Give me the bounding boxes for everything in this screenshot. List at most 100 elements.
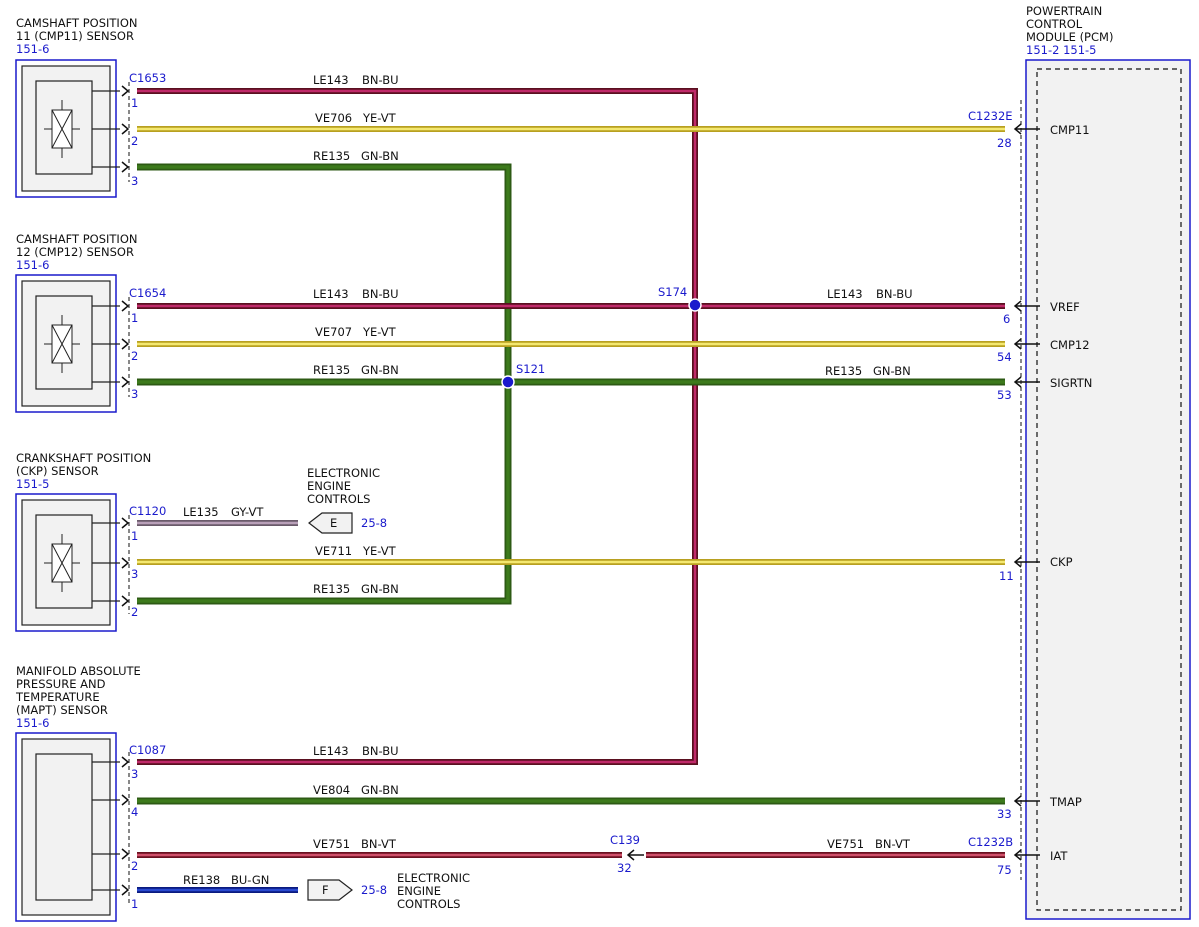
offpage-f-letter: F [322,883,329,897]
wire-label-color: BN-VT [361,837,397,851]
pcm-refs: 151-2 151-5 [1026,43,1097,57]
wire-label-color: BN-BU [362,73,399,87]
cmp11-name-1: CAMSHAFT POSITION [16,16,137,30]
pin-cmp11-1: 1 [131,96,138,110]
component-pin-arrows [121,85,129,896]
c139-pin: 32 [617,861,632,875]
connector-c1232b: C1232B [968,835,1013,849]
wires [137,88,1005,893]
wire-label-color: BN-BU [876,287,913,301]
wire-label-color: GN-BN [361,149,399,163]
mapt-name-3: TEMPERATURE [15,690,100,704]
wire-label-circuit: VE706 [315,111,352,125]
pcm-pin-labels: CMP11 28 VREF 6 CMP12 54 SIGRTN 53 CKP 1… [997,123,1092,877]
wire-le143 [137,88,698,765]
pcm-pin-ckp: CKP [1050,555,1073,569]
connector-c1120: C1120 [129,504,166,518]
splice-s121-dot [501,375,515,389]
pin-cmp12-2: 2 [131,349,138,363]
wire-label-circuit: LE143 [827,287,863,301]
offpage-e-ref: 25-8 [361,516,387,530]
pcm-pin-num-54: 54 [997,350,1012,364]
wire-label-color: YE-VT [362,111,397,125]
wire-label-circuit: RE138 [183,873,220,887]
ckp-name-2: (CKP) SENSOR [16,464,99,478]
pin-mapt-3: 3 [131,767,138,781]
pcm-outline [1025,59,1191,920]
pin-mapt-4: 4 [131,805,138,819]
offpage-f-ref: 25-8 [361,883,387,897]
wire-stripe [137,89,697,764]
wire-label-color: BN-VT [875,837,911,851]
ckp-sensor: CRANKSHAFT POSITION (CKP) SENSOR 151-5 [15,451,151,632]
wire-label-circuit: VE711 [315,544,352,558]
cmp12-sensor: CAMSHAFT POSITION 12 (CMP12) SENSOR 151-… [15,232,137,413]
connector-c1087: C1087 [129,743,166,757]
cmp11-name-2: 11 (CMP11) SENSOR [16,29,134,43]
ckp-ref: 151-5 [16,477,49,491]
offpage-f-name-1: ELECTRONIC [397,871,470,885]
offpage-e: E 25-8 ELECTRONIC ENGINE CONTROLS [307,466,387,534]
wire-label-circuit: RE135 [313,363,350,377]
offpage-e-name-2: ENGINE [307,479,351,493]
connector-c1653: C1653 [129,71,166,85]
offpage-f: F 25-8 ELECTRONIC ENGINE CONTROLS [307,871,470,911]
pcm-name-1: POWERTRAIN [1026,4,1102,18]
splice-s121-label: S121 [516,362,545,376]
connector-c1232e: C1232E [968,109,1013,123]
pcm-pin-iat: IAT [1050,849,1068,863]
wire-label-circuit: VE804 [313,783,350,797]
wire-label-color: BN-BU [362,744,399,758]
splice-s174-label: S174 [658,285,687,299]
pin-ckp-1: 1 [131,529,138,543]
wire-label-circuit: LE135 [183,505,219,519]
pcm-name-3: MODULE (PCM) [1026,30,1113,44]
wire-label-color: GN-BN [873,364,911,378]
wire-label-circuit: RE135 [825,364,862,378]
wire-label-circuit: RE135 [313,582,350,596]
pcm-pin-num-28: 28 [997,136,1012,150]
pcm-pin-num-33: 33 [997,807,1012,821]
pcm-pin-num-53: 53 [997,388,1012,402]
wire-label-color: YE-VT [362,325,397,339]
c139-inline-connector: C139 32 [610,833,644,875]
wire-label-circuit: LE143 [313,744,349,758]
pcm-pin-cmp12: CMP12 [1050,338,1090,352]
mapt-inner [35,753,93,901]
wire-label-circuit: VE751 [827,837,864,851]
wire-labels: LE143 BN-BU VE706 YE-VT RE135 GN-BN LE14… [183,73,913,887]
wire-label-color: GN-BN [361,363,399,377]
pcm-pin-arrows [1013,123,1040,861]
pcm-pin-vref: VREF [1050,300,1080,314]
cmp12-name-2: 12 (CMP12) SENSOR [16,245,134,259]
pcm-pin-num-6: 6 [1003,312,1010,326]
pin-cmp11-3: 3 [131,174,138,188]
c139-label: C139 [610,833,640,847]
pin-cmp12-1: 1 [131,311,138,325]
pcm-pin-tmap: TMAP [1049,795,1082,809]
wire-label-circuit: VE751 [313,837,350,851]
mapt-ref: 151-6 [16,716,49,730]
splice-s174: S174 [658,285,702,312]
wire-label-circuit: LE143 [313,287,349,301]
pcm-pin-cmp11: CMP11 [1050,123,1090,137]
pin-mapt-2: 2 [131,859,138,873]
pcm-name-2: CONTROL [1026,17,1083,31]
connector-labels: C1653 C1654 C1120 C1087 C1232E C1232B [129,71,1013,849]
pcm-pin-sigrtn: SIGRTN [1050,376,1092,390]
wire-label-color: YE-VT [362,544,397,558]
wire-label-circuit: LE143 [313,73,349,87]
offpage-e-name-3: CONTROLS [307,492,370,506]
splice-s174-dot [688,298,702,312]
pcm-pin-num-11: 11 [999,569,1014,583]
wire-label-circuit: RE135 [313,149,350,163]
cmp12-ref: 151-6 [16,258,49,272]
wire-label-color: BN-BU [362,287,399,301]
pin-ckp-2: 2 [131,605,138,619]
pin-cmp12-3: 3 [131,387,138,401]
cmp11-sensor: CAMSHAFT POSITION 11 (CMP11) SENSOR 151-… [15,16,137,198]
mapt-sensor: MANIFOLD ABSOLUTE PRESSURE AND TEMPERATU… [15,664,141,922]
pcm-module: POWERTRAIN CONTROL MODULE (PCM) 151-2 15… [1020,4,1191,920]
mapt-name-2: PRESSURE AND [16,677,106,691]
wire-label-color: GY-VT [231,505,264,519]
